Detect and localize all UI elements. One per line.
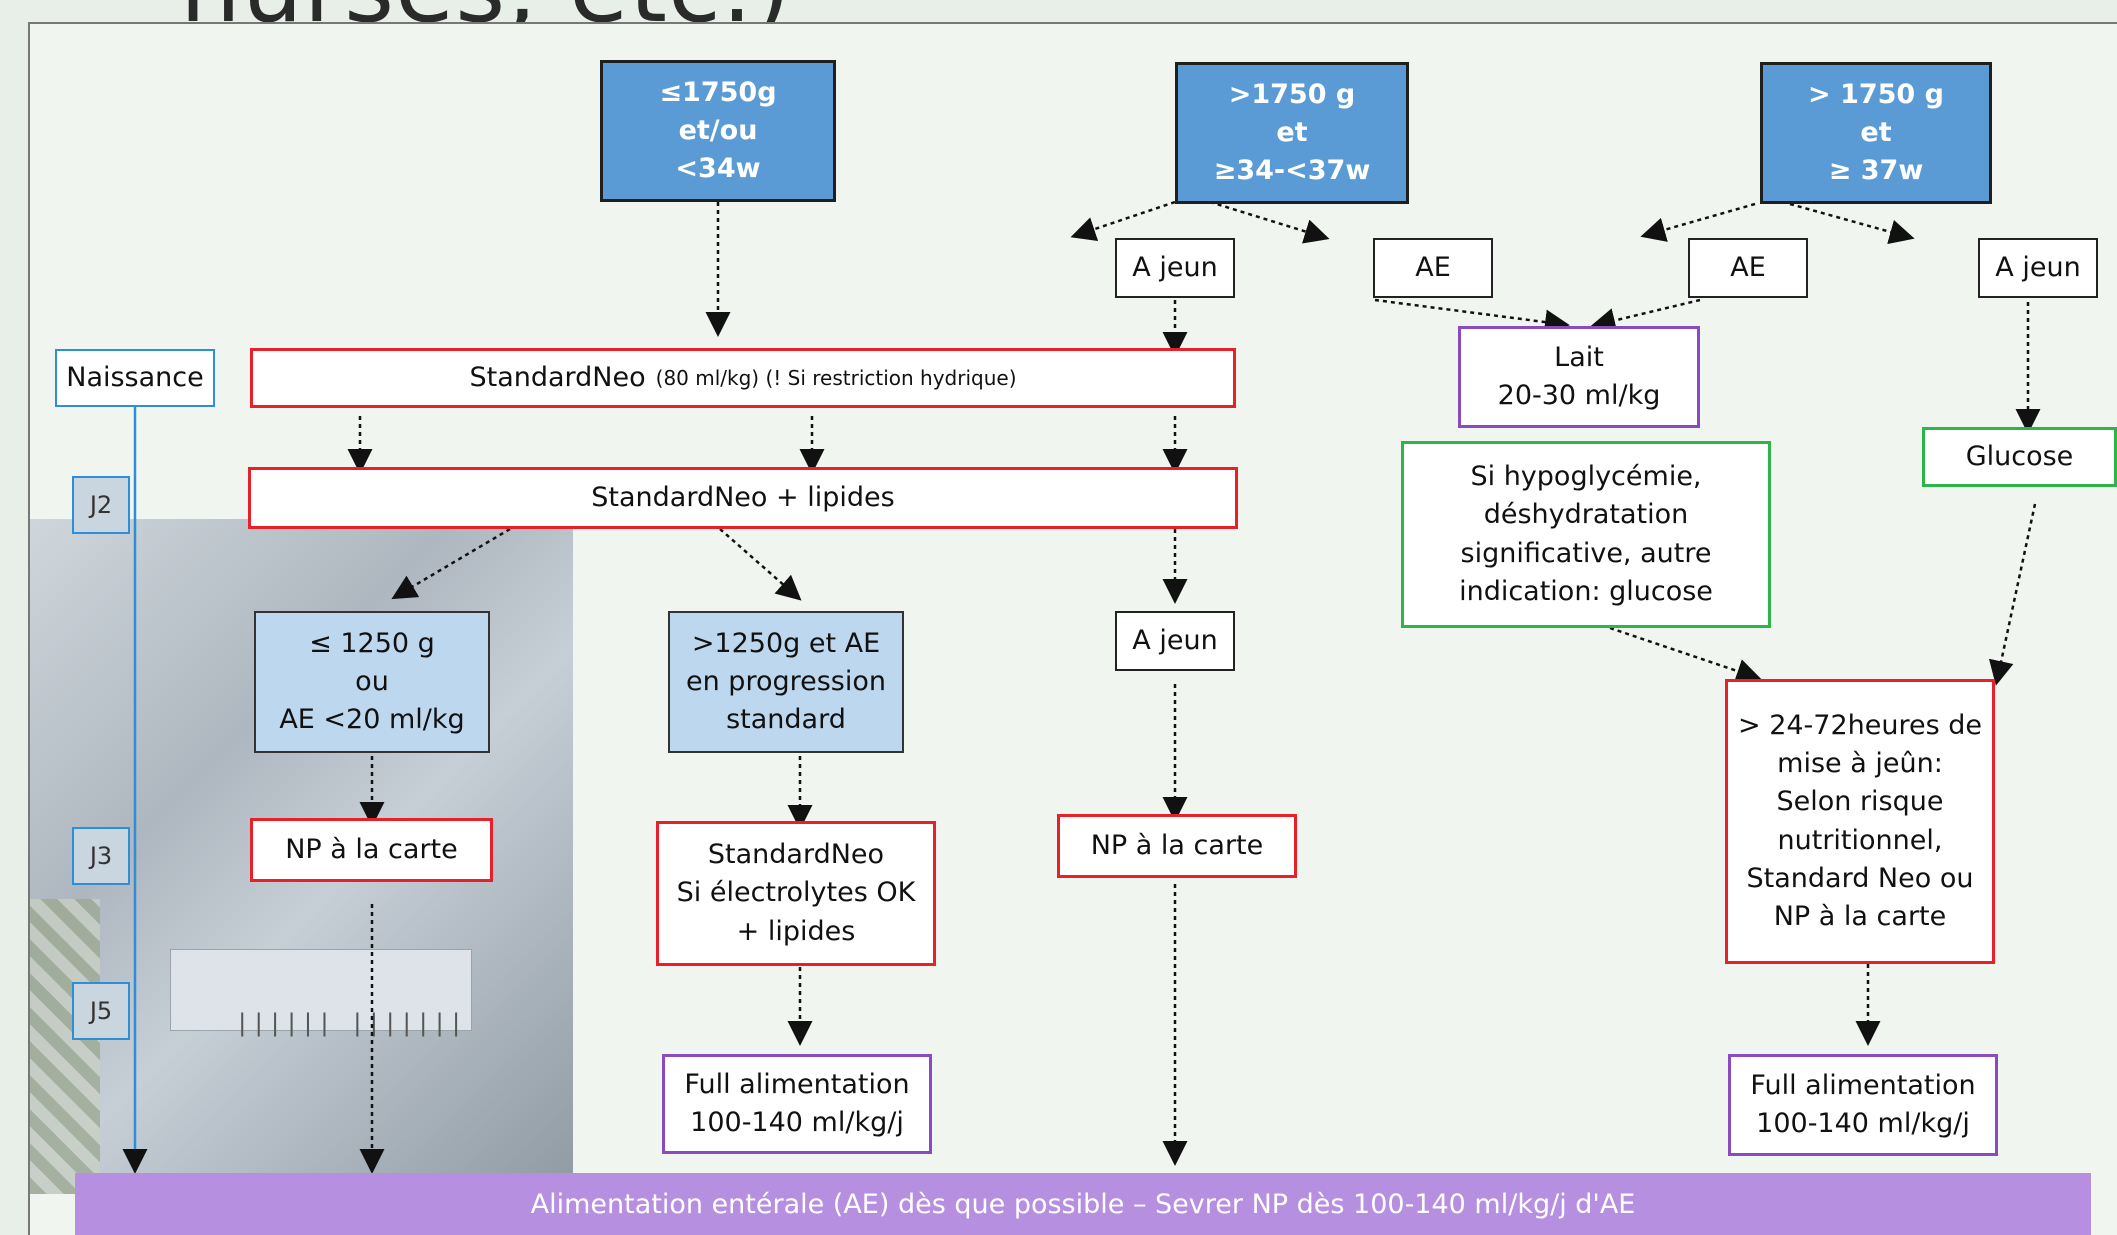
full-alim-right-box: Full alimentation 100-140 ml/kg/j [1728,1054,1998,1156]
standardneo-lipides-box: StandardNeo + lipides [248,467,1238,529]
arrow-g3-ajeun [1789,202,1915,245]
full-alim-left-box: Full alimentation 100-140 ml/kg/j [662,1054,932,1154]
arrow-g3-ae [1640,202,1756,242]
hypoglycemie-box: Si hypoglycémie, déshydratation signific… [1401,441,1771,628]
arrow-snl-le1250 [391,527,511,600]
glucose-box: Glucose [1922,427,2117,487]
arrow-g2-ae [1209,200,1330,244]
g3-ae: AE [1688,238,1808,298]
footer-bar: Alimentation entérale (AE) dès que possi… [75,1173,2091,1235]
arrow-ae3-lait [1590,298,1701,333]
np-carte-mid-box: NP à la carte [1057,814,1297,878]
footer-text: Alimentation entérale (AE) dès que possi… [530,1188,1636,1220]
mise-a-jeun-box: > 24-72heures de mise à jeûn: Selon risq… [1725,679,1995,964]
g3-a-jeun: A jeun [1978,238,2098,298]
connector-arrows [122,200,2041,1174]
arrow-hypo-mise [1609,626,1762,684]
lait-box: Lait 20-30 ml/kg [1458,326,1700,428]
le1250-box: ≤ 1250 g ou AE <20 ml/kg [254,611,490,753]
arrow-g2-ajeun [1070,200,1176,242]
timeline-j2: J2 [72,476,130,534]
standardneo-box: StandardNeo (80 ml/kg) (! Si restriction… [250,348,1236,408]
g2-ae: AE [1373,238,1493,298]
standardneo-label: StandardNeo [469,361,646,393]
flowchart-slide: |||||| ||||||| [28,22,2117,1235]
photo-label-area [170,949,472,1031]
standardneo-note: (80 ml/kg) (! Si restriction hydrique) [655,365,1017,390]
gt1250-box: >1250g et AE en progression standard [668,611,904,753]
arrow-snl-gt1250 [719,528,802,601]
photo-barcode: |||||| ||||||| [235,1009,466,1037]
timeline-naissance: Naissance [55,349,215,407]
timeline-j3: J3 [72,827,130,885]
timeline-j5: J5 [72,982,130,1040]
arrow-glucose-mise [1988,503,2037,686]
g2-a-jeun: A jeun [1115,238,1235,298]
group-gt1750-34-37: >1750 g et ≥34-<37w [1175,62,1409,204]
np-carte-left-box: NP à la carte [250,818,493,882]
group-le1750: ≤1750g et/ou <34w [600,60,836,202]
a-jeun-mid-box: A jeun [1115,611,1235,671]
arrow-ae-lait [1374,298,1570,335]
photo-pattern [30,899,100,1194]
standardneo-electrolytes-box: StandardNeo Si électrolytes OK + lipides [656,821,936,966]
group-gt1750-37: > 1750 g et ≥ 37w [1760,62,1992,204]
